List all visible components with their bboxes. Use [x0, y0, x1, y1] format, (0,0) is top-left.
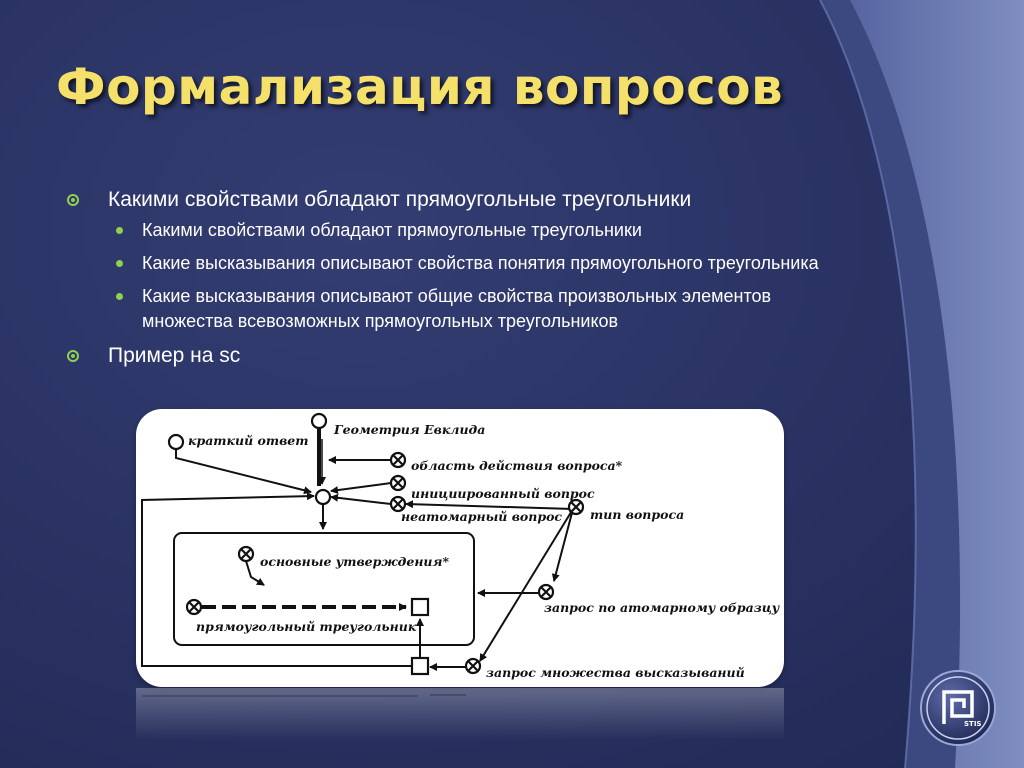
- node-set-query: [464, 657, 482, 675]
- diagram-reflection: [136, 688, 784, 740]
- node-short-answer: [167, 433, 185, 451]
- bullet-text: Пример на sc: [108, 344, 241, 367]
- diagram-graph: [141, 427, 574, 671]
- node-main-statements: [237, 545, 255, 563]
- label-right-triangle: прямоугольный треугольник: [196, 619, 417, 634]
- sub-bullet-item: Какие высказывания описывают свойства по…: [64, 251, 862, 276]
- node-center: [314, 488, 332, 506]
- label-set-query: запрос множества высказываний: [486, 665, 745, 680]
- sub-bullet-text: Какие высказывания описывают свойства по…: [142, 253, 819, 273]
- label-initiated: инициированный вопрос: [411, 486, 595, 501]
- label-nonatomic: неатомарный вопрос: [401, 509, 562, 524]
- node-square-bottom: [410, 656, 430, 676]
- node-euclid: [310, 412, 328, 430]
- circle-bullet-icon: [67, 194, 79, 206]
- logo-text: STIS: [964, 720, 981, 728]
- sub-bullet-text: Какие высказывания описывают общие свойс…: [142, 286, 772, 331]
- edge-loop: [141, 492, 418, 667]
- dot-bullet-icon: [116, 260, 123, 267]
- stis-logo: STIS: [920, 670, 996, 746]
- edge-main-statements: [245, 560, 265, 586]
- circle-bullet-icon: [67, 350, 79, 362]
- dot-bullet-icon: [116, 293, 123, 300]
- label-question-scope: область действия вопроса*: [411, 458, 623, 473]
- bullet-text: Какими свойствами обладают прямоугольные…: [108, 188, 692, 211]
- sc-diagram: краткий ответ Геометрия Евклида область …: [141, 412, 780, 680]
- bullet-item: Пример на sc: [64, 342, 884, 370]
- sub-bullet-item: Какими свойствами обладают прямоугольные…: [64, 218, 862, 243]
- edge-nonatomic: [330, 493, 392, 505]
- bullet-list: Какими свойствами обладают прямоугольные…: [64, 186, 884, 374]
- slide-title: Формализация вопросов: [56, 58, 784, 116]
- dot-bullet-icon: [116, 227, 123, 234]
- node-square-top: [410, 597, 430, 617]
- label-atomic-pattern: запрос по атомарному образцу: [544, 600, 780, 615]
- sub-bullet-item: Какие высказывания описывают общие свойс…: [64, 284, 862, 334]
- edge-short-answer: [175, 442, 312, 495]
- edge-type-1: [405, 500, 574, 510]
- node-right-triangle: [185, 598, 203, 616]
- edge-initiated: [330, 482, 392, 495]
- node-atomic-pattern: [537, 583, 555, 601]
- edge-type-2: [551, 508, 574, 582]
- sub-bullet-text: Какими свойствами обладают прямоугольные…: [142, 220, 642, 240]
- bullet-item: Какими свойствами обладают прямоугольные…: [64, 186, 884, 214]
- label-euclid: Геометрия Евклида: [333, 422, 485, 437]
- node-question-type: [567, 498, 585, 516]
- label-question-type: тип вопроса: [590, 507, 684, 522]
- node-initiated: [389, 474, 407, 492]
- sc-diagram-panel: краткий ответ Геометрия Евклида область …: [136, 409, 784, 687]
- label-main-statements: основные утверждения*: [260, 554, 449, 569]
- edge-type-3: [479, 508, 574, 662]
- node-nonatomic: [389, 495, 407, 513]
- node-question-scope: [389, 451, 407, 469]
- contour-box: [173, 532, 475, 646]
- label-short-answer: краткий ответ: [188, 433, 308, 448]
